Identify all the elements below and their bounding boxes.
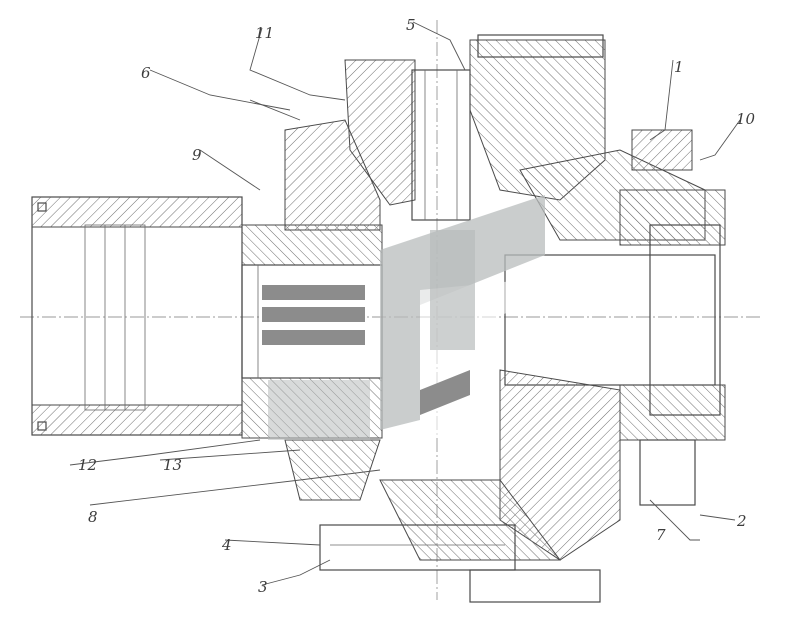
callout-4: 4: [221, 536, 232, 554]
callout-7: 7: [656, 526, 666, 544]
lower-gear-section: [284, 369, 696, 603]
callout-11: 11: [255, 24, 274, 42]
callout-12: 12: [78, 456, 97, 474]
left-axle-shaft: [31, 196, 243, 436]
callout-2: 2: [736, 512, 747, 530]
callout-5: 5: [406, 16, 416, 34]
callout-6: 6: [141, 64, 151, 82]
callout-1: 1: [674, 58, 684, 76]
callout-labels: 1 2 3 4 5 6 7 8 9 10 11 12 13: [78, 16, 756, 596]
callout-8: 8: [88, 508, 98, 526]
callout-13: 13: [163, 456, 182, 474]
stylized-logo-watermark: [262, 195, 545, 440]
right-axle-shaft: [504, 189, 726, 441]
callout-3: 3: [258, 578, 268, 596]
callout-10: 10: [736, 110, 756, 128]
leader-lines: [69, 21, 741, 586]
callout-9: 9: [192, 146, 202, 164]
